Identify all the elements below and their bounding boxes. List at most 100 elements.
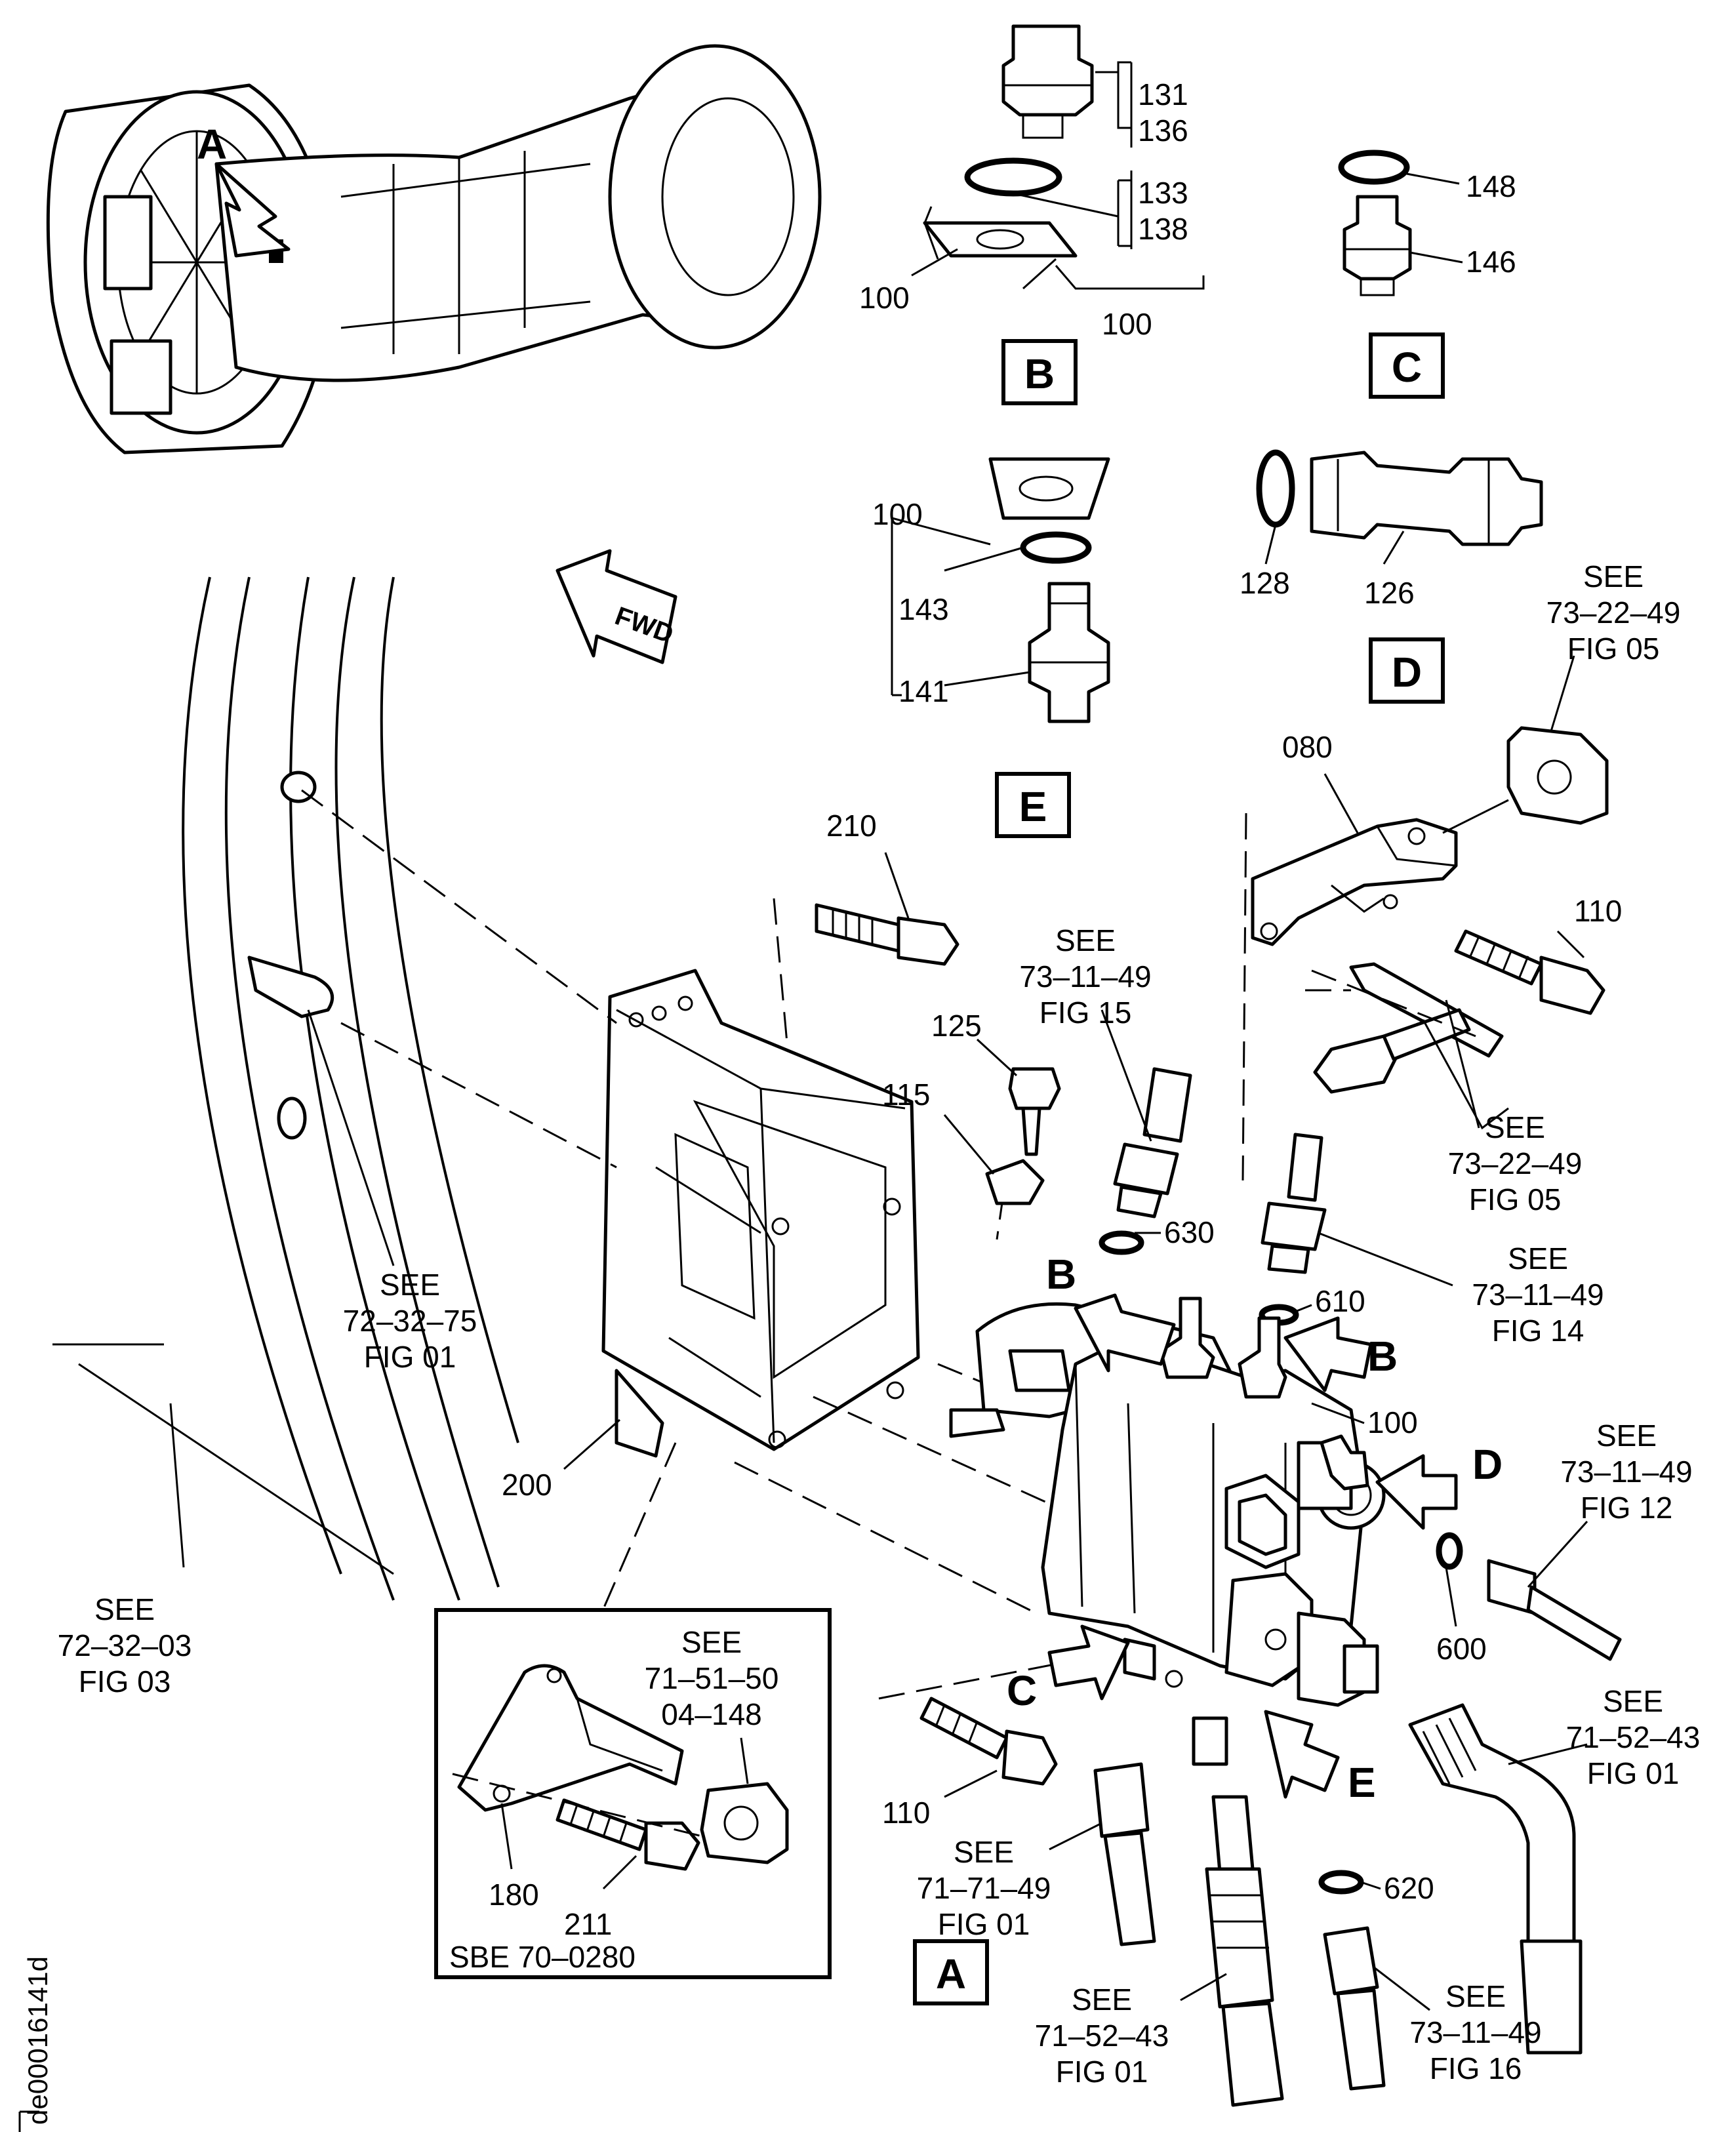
svg-text:FIG 01: FIG 01	[364, 1340, 456, 1374]
svg-text:SEE: SEE	[1508, 1241, 1568, 1276]
bolt-210: 210	[815, 809, 959, 966]
svg-text:SEE: SEE	[1485, 1110, 1545, 1144]
svg-text:FIG 05: FIG 05	[1567, 632, 1660, 666]
svg-text:SEE: SEE	[954, 1835, 1014, 1869]
engine-case-outline	[52, 576, 519, 1601]
arrow-b1-label: B	[1046, 1251, 1076, 1298]
reference-71-51-50: SEE 71–51–50 04–148	[645, 1625, 779, 1731]
bolt-110-top: 110	[1454, 894, 1622, 1015]
svg-text:SEE: SEE	[1445, 1979, 1506, 2013]
reference-73-22-49-top: SEE 73–22–49 FIG 05	[1546, 559, 1681, 666]
reference-71-52-43-bottom: SEE 71–52–43 FIG 01	[1035, 1982, 1169, 2089]
bolt-125-lockwasher-115: 125 115	[882, 1009, 1061, 1205]
svg-text:SEE: SEE	[1603, 1684, 1663, 1718]
part-138: 138	[1138, 212, 1188, 246]
svg-text:73–11–49: 73–11–49	[1409, 2015, 1541, 2049]
svg-text:SEE: SEE	[1596, 1418, 1657, 1453]
view-a-box	[913, 1939, 989, 2005]
svg-text:71–51–50: 71–51–50	[645, 1661, 779, 1695]
detail-e: 100 143 141 E	[872, 457, 1110, 838]
reference-73-11-49-fig14: SEE 73–11–49 FIG 14	[1472, 1241, 1604, 1348]
bracket-200: 200	[502, 969, 920, 1502]
svg-text:FIG 01: FIG 01	[1056, 2055, 1148, 2089]
svg-text:SEE: SEE	[681, 1625, 742, 1659]
svg-text:SEE: SEE	[1055, 923, 1116, 957]
engine-overview-illustration: A	[46, 44, 822, 454]
part-126: 126	[1364, 576, 1415, 610]
bracket-080: 080	[1251, 730, 1458, 946]
reference-73-22-49-mid: SEE 73–22–49 FIG 05	[1448, 1110, 1583, 1217]
part-211: 211	[564, 1907, 612, 1941]
reference-73-11-49-fig15: SEE 73–11–49 FIG 15	[1019, 923, 1151, 1030]
reference-71-71-49: SEE 71–71–49 FIG 01	[917, 1835, 1051, 1941]
part-141: 141	[898, 674, 949, 708]
svg-text:SEE: SEE	[380, 1268, 440, 1302]
view-e-label: E	[1019, 783, 1047, 830]
part-110-top: 110	[1574, 894, 1622, 928]
sensor-fig14-with-seal-610: 610	[1259, 1133, 1453, 1326]
svg-text:FIG 05: FIG 05	[1469, 1182, 1562, 1217]
part-100-e: 100	[872, 497, 923, 531]
part-146: 146	[1466, 245, 1516, 279]
detail-b: 131 136 133 138 100 100 B	[859, 24, 1205, 405]
detail-d: 128 126 D	[1240, 449, 1543, 704]
sensor-fig15-with-seal-630: 630	[1099, 1009, 1215, 1255]
reference-72-32-75: SEE 72–32–75 FIG 01	[343, 1268, 477, 1374]
svg-text:FIG 14: FIG 14	[1492, 1314, 1585, 1348]
hose-71-52-43-right	[1408, 1703, 1588, 2055]
arrow-d-label: D	[1472, 1441, 1503, 1488]
part-620: 620	[1384, 1871, 1434, 1905]
part-100-b-bottom: 100	[1102, 307, 1152, 341]
view-b-label: B	[1024, 350, 1055, 397]
part-100-b-left: 100	[859, 281, 910, 315]
part-630: 630	[1164, 1215, 1215, 1249]
svg-text:71–52–43: 71–52–43	[1035, 2019, 1169, 2053]
rod-and-bolt-73-22-49	[1305, 962, 1509, 1130]
svg-text:73–22–49: 73–22–49	[1448, 1146, 1583, 1180]
clip-73-22-49	[1442, 655, 1609, 834]
part-128: 128	[1240, 566, 1290, 600]
part-210: 210	[826, 809, 877, 843]
view-a-label: A	[936, 1950, 966, 1998]
part-131: 131	[1138, 77, 1188, 111]
part-148: 148	[1466, 169, 1516, 203]
part-143: 143	[898, 592, 949, 626]
part-110-bottom: 110	[882, 1796, 930, 1830]
fwd-arrow: FWD	[555, 549, 677, 664]
bolt-110-bottom: 110	[882, 1697, 1058, 1830]
svg-text:71–52–43: 71–52–43	[1566, 1720, 1701, 1754]
svg-text:71–71–49: 71–71–49	[917, 1871, 1051, 1905]
part-136: 136	[1138, 113, 1188, 148]
svg-text:04–148: 04–148	[661, 1697, 762, 1731]
part-600: 600	[1436, 1632, 1487, 1666]
inset-sbe-70-0280: 180 211 SBE 70–0280	[434, 1608, 832, 1979]
connector-71-52-43-bottom	[1180, 1795, 1284, 2107]
seal-620-fitting-fig16: 620	[1318, 1870, 1434, 2091]
arrow-c-label: C	[1007, 1667, 1037, 1714]
svg-text:73–11–49: 73–11–49	[1019, 959, 1151, 994]
svg-text:72–32–75: 72–32–75	[343, 1304, 477, 1338]
part-115: 115	[882, 1077, 930, 1112]
svg-text:SEE: SEE	[1072, 1982, 1132, 2017]
part-200: 200	[502, 1468, 552, 1502]
part-133: 133	[1138, 176, 1188, 210]
view-d-label: D	[1392, 649, 1422, 696]
arrow-b2-label: B	[1367, 1333, 1398, 1380]
part-100-main: 100	[1367, 1405, 1418, 1439]
document-id: de00016141d	[22, 1956, 53, 2125]
part-180: 180	[489, 1878, 539, 1912]
view-arrows: B B D C E	[1007, 1251, 1503, 1806]
detail-c: 148 146 C	[1338, 150, 1516, 399]
sensor-fig12-with-seal-600: 600	[1436, 1520, 1622, 1666]
engine-view-a-label: A	[197, 121, 227, 168]
arrow-e-label: E	[1348, 1759, 1376, 1806]
svg-text:72–32–03: 72–32–03	[58, 1628, 192, 1662]
svg-text:FIG 03: FIG 03	[79, 1664, 171, 1699]
svg-text:73–11–49: 73–11–49	[1472, 1277, 1604, 1312]
view-c-label: C	[1392, 344, 1422, 391]
svg-text:FIG 16: FIG 16	[1430, 2051, 1522, 2085]
svg-text:SEE: SEE	[1583, 559, 1644, 593]
svg-text:SEE: SEE	[94, 1592, 155, 1626]
reference-71-52-43-right: SEE 71–52–43 FIG 01	[1566, 1684, 1701, 1790]
part-125: 125	[931, 1009, 982, 1043]
